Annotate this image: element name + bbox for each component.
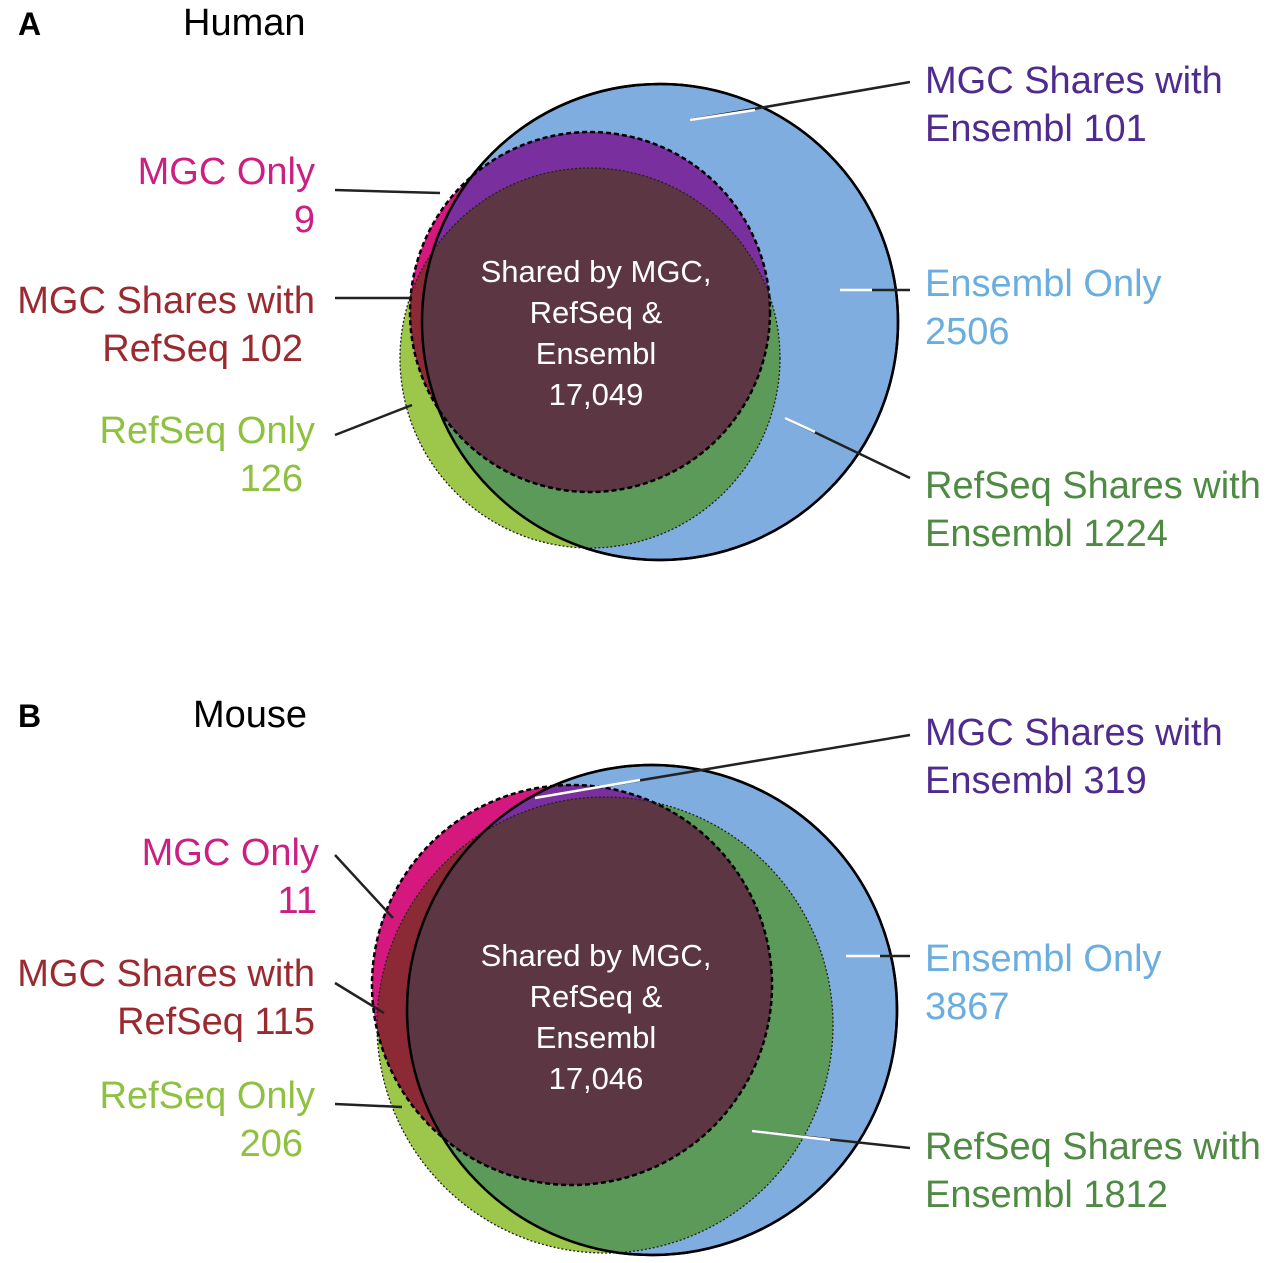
label-mgc-ensembl: MGC Shares with <box>925 712 1223 754</box>
label-refseq-ensembl: Ensembl 1224 <box>925 513 1168 555</box>
label-refseq-only: RefSeq Only <box>100 410 315 452</box>
leader-line <box>689 108 756 122</box>
leader-line <box>334 854 394 919</box>
leader-line <box>784 416 816 434</box>
mgc-outline <box>370 783 774 1187</box>
label-refseq-only: RefSeq Only <box>100 1075 315 1117</box>
panel-a: A Human Shared by MGC, RefSeq & Ensembl … <box>17 2 1261 562</box>
panel-title: Human <box>183 2 306 44</box>
mgc-outline <box>408 130 772 494</box>
ensembl-outline <box>420 82 900 562</box>
panel-letter: B <box>18 698 41 734</box>
label-refseq-only: 206 <box>240 1123 303 1165</box>
label-mgc-refseq: MGC Shares with <box>17 280 315 322</box>
label-refseq-ensembl: Ensembl 1812 <box>925 1174 1168 1216</box>
leader-line <box>334 1102 403 1109</box>
label-ensembl-only: Ensembl Only <box>925 938 1162 980</box>
label-mgc-refseq: RefSeq 115 <box>117 1001 315 1043</box>
label-mgc-refseq: MGC Shares with <box>17 953 315 995</box>
label-mgc-ensembl: Ensembl 101 <box>925 108 1147 150</box>
refseq-outline <box>376 796 834 1254</box>
label-mgc-only: MGC Only <box>138 151 315 193</box>
center-label-line: Ensembl <box>536 336 657 371</box>
label-refseq-only: 126 <box>240 458 303 500</box>
shared-region <box>407 797 772 1185</box>
center-count: 17,046 <box>549 1061 644 1096</box>
leader-line <box>751 1129 831 1142</box>
label-mgc-only: 9 <box>294 199 315 241</box>
label-ensembl-only: Ensembl Only <box>925 263 1162 305</box>
leader-line <box>334 981 385 1015</box>
center-count: 17,049 <box>549 377 644 412</box>
label-ensembl-only: 2506 <box>925 311 1010 353</box>
leader-line <box>534 778 641 800</box>
refseq-outline <box>399 167 781 549</box>
center-label-line: RefSeq & <box>530 295 663 330</box>
center-label-line: Ensembl <box>536 1020 657 1055</box>
label-mgc-only: 11 <box>278 880 317 922</box>
label-mgc-ensembl: MGC Shares with <box>925 60 1223 102</box>
panel-title: Mouse <box>193 694 307 736</box>
label-mgc-only: MGC Only <box>142 832 319 874</box>
center-label-line: Shared by MGC, <box>481 938 712 973</box>
center-label-line: Shared by MGC, <box>481 254 712 289</box>
label-ensembl-only: 3867 <box>925 986 1010 1028</box>
center-label-line: RefSeq & <box>530 979 663 1014</box>
shared-region <box>422 168 770 492</box>
panel-letter: A <box>18 6 41 42</box>
label-mgc-ensembl: Ensembl 319 <box>925 760 1147 802</box>
panel-b: B Mouse Shared by MGC, RefSeq & Ensembl … <box>17 694 1261 1257</box>
ensembl-outline <box>405 763 899 1257</box>
label-mgc-refseq: RefSeq 102 <box>102 328 303 370</box>
leader-line <box>334 188 441 195</box>
leader-line <box>334 403 413 437</box>
label-refseq-ensembl: RefSeq Shares with <box>925 1126 1261 1168</box>
label-refseq-ensembl: RefSeq Shares with <box>925 465 1261 507</box>
